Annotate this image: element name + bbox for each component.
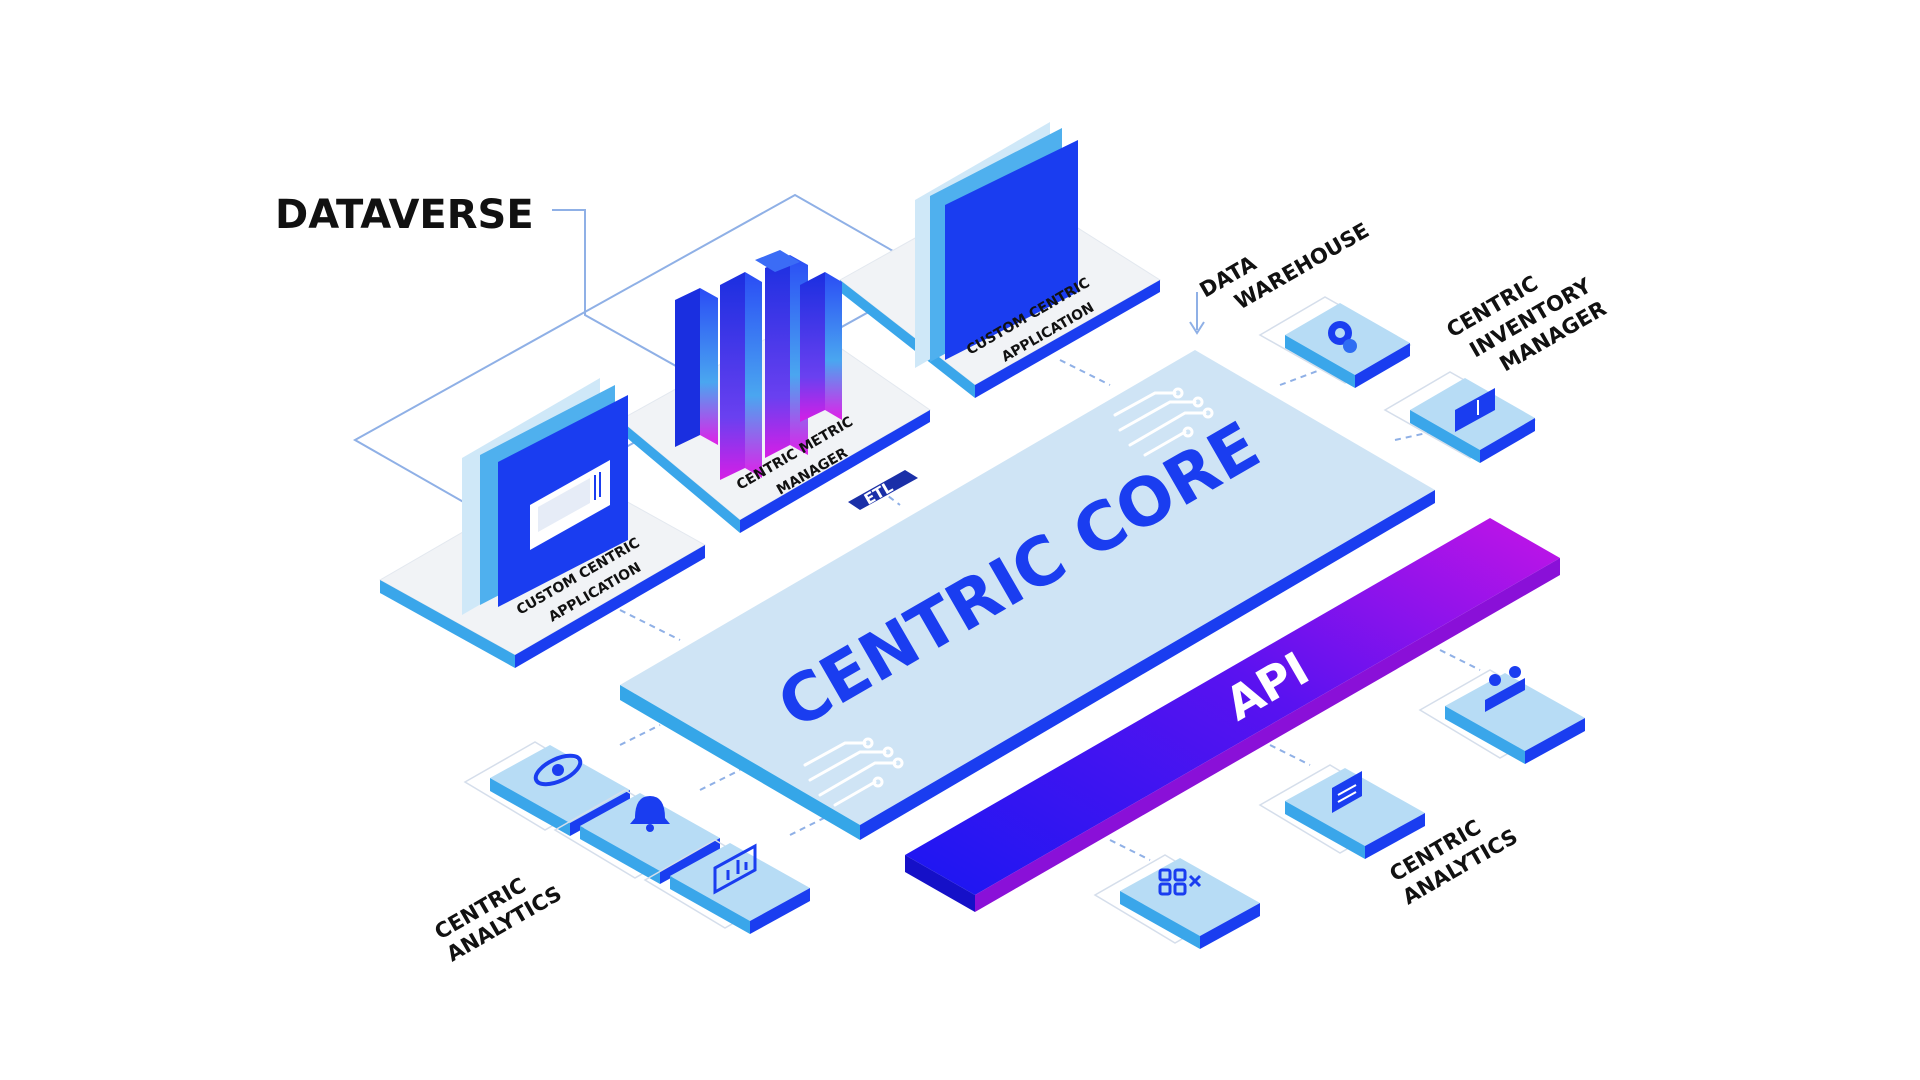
tile-apps <box>1093 854 1260 949</box>
dataverse-title: DATAVERSE <box>275 192 534 238</box>
tile-gear <box>1258 296 1412 388</box>
tile-users <box>1418 666 1585 764</box>
custom-app-top-platform: CUSTOM CENTRIC APPLICATION <box>839 122 1161 398</box>
tile-clipboard <box>1258 764 1425 859</box>
custom-app-left-platform: CUSTOM CENTRIC APPLICATION <box>378 378 707 668</box>
api-bar: API <box>905 518 1560 912</box>
users-icon <box>1485 666 1525 712</box>
metric-manager-platform: CENTRIC METRIC MANAGER ETL <box>619 250 931 533</box>
connector-lines <box>619 359 1481 861</box>
tile-cabinet <box>1383 371 1537 463</box>
apps-icon <box>1158 868 1202 896</box>
circuit-icon <box>803 387 1214 807</box>
eye-icon <box>533 753 583 787</box>
bell-icon <box>630 796 670 832</box>
dashboard-icon <box>713 843 757 895</box>
tile-bell <box>553 789 720 884</box>
window-icon <box>530 460 610 550</box>
inventory-manager-label: CENTRIC INVENTORY MANAGER <box>1443 271 1611 376</box>
metric-bars <box>675 250 842 480</box>
analytics-left-label: CENTRIC ANALYTICS <box>431 873 566 966</box>
clipboard-icon <box>1332 771 1362 813</box>
tile-dashboard <box>643 839 810 934</box>
cabinet-icon <box>1455 388 1495 432</box>
gear-icon <box>1328 321 1357 353</box>
etl-tag: ETL <box>848 470 918 510</box>
